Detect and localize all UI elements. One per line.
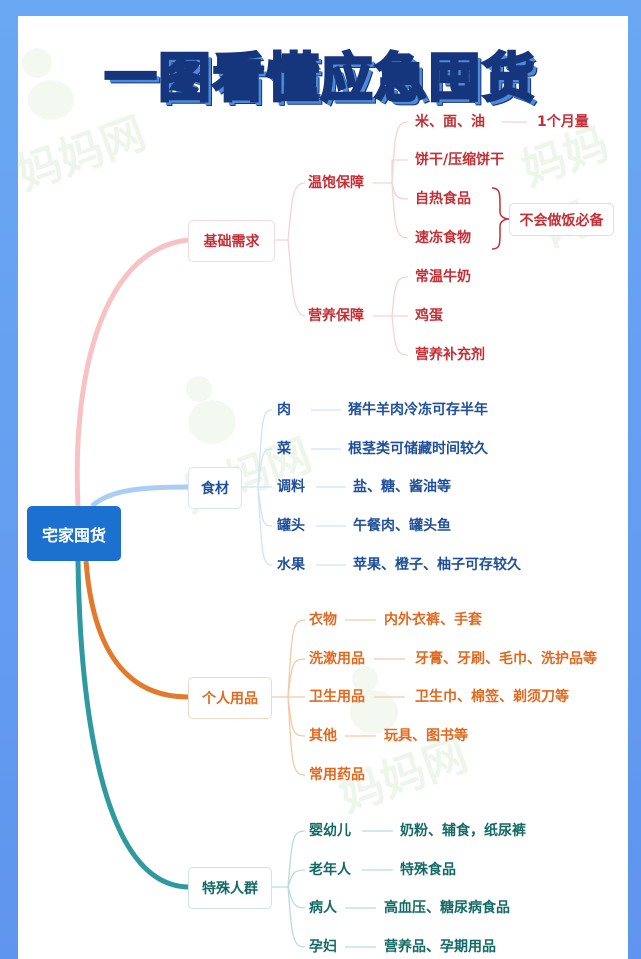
special-item-name[interactable]: 婴幼儿 bbox=[309, 823, 351, 839]
special-item-name[interactable]: 孕妇 bbox=[309, 939, 337, 955]
personal-item-name[interactable]: 卫生用品 bbox=[309, 689, 365, 705]
food-item-name[interactable]: 肉 bbox=[277, 402, 291, 418]
group-satiety[interactable]: 温饱保障 bbox=[308, 175, 364, 191]
special-item-detail: 奶粉、辅食，纸尿裤 bbox=[400, 823, 526, 839]
food-item-detail: 午餐肉、罐头鱼 bbox=[353, 518, 451, 534]
branch-food[interactable]: 食材 bbox=[188, 467, 242, 509]
note-one-month: 1个月量 bbox=[537, 114, 589, 130]
personal-item-detail: 玩具、图书等 bbox=[384, 728, 468, 744]
item-self-heating-food[interactable]: 自热食品 bbox=[415, 191, 471, 207]
food-item-detail: 盐、糖、酱油等 bbox=[353, 479, 451, 495]
branch-basic-needs[interactable]: 基础需求 bbox=[188, 220, 275, 262]
food-item-detail: 猪牛羊肉冷冻可存半年 bbox=[348, 402, 488, 418]
personal-item-name[interactable]: 衣物 bbox=[309, 612, 337, 628]
food-item-name[interactable]: 罐头 bbox=[277, 518, 305, 534]
food-item-name[interactable]: 菜 bbox=[277, 441, 291, 457]
special-item-name[interactable]: 老年人 bbox=[309, 862, 351, 878]
special-item-detail: 营养品、孕期用品 bbox=[384, 939, 496, 955]
food-item-detail: 根茎类可储藏时间较久 bbox=[348, 441, 488, 457]
item-milk[interactable]: 常温牛奶 bbox=[415, 269, 471, 285]
personal-item-name[interactable]: 常用药品 bbox=[309, 767, 365, 783]
note-no-cooking-essential: 不会做饭必备 bbox=[509, 203, 614, 236]
page-title: 一图看懂应急囤货 bbox=[103, 48, 537, 111]
item-frozen-food[interactable]: 速冻食物 bbox=[415, 230, 471, 246]
item-supplements[interactable]: 营养补充剂 bbox=[415, 347, 485, 363]
personal-item-detail: 卫生巾、棉签、剃须刀等 bbox=[415, 689, 569, 705]
item-eggs[interactable]: 鸡蛋 bbox=[415, 308, 443, 324]
branch-special-groups[interactable]: 特殊人群 bbox=[188, 867, 272, 909]
food-item-name[interactable]: 水果 bbox=[277, 557, 305, 573]
special-item-detail: 特殊食品 bbox=[400, 862, 456, 878]
special-item-detail: 高血压、糖尿病食品 bbox=[384, 900, 510, 916]
personal-item-name[interactable]: 其他 bbox=[309, 728, 337, 744]
branch-personal-items[interactable]: 个人用品 bbox=[188, 677, 272, 719]
food-item-name[interactable]: 调料 bbox=[277, 479, 305, 495]
personal-item-name[interactable]: 洗漱用品 bbox=[309, 651, 365, 667]
food-item-detail: 苹果、橙子、柚子可存较久 bbox=[353, 557, 521, 573]
group-nutrition[interactable]: 营养保障 bbox=[308, 308, 364, 324]
root-node[interactable]: 宅家囤货 bbox=[27, 506, 121, 561]
personal-item-detail: 内外衣裤、手套 bbox=[384, 612, 482, 628]
item-biscuits[interactable]: 饼干/压缩饼干 bbox=[415, 152, 505, 168]
item-rice-flour-oil[interactable]: 米、面、油 bbox=[415, 114, 485, 130]
special-item-name[interactable]: 病人 bbox=[309, 900, 337, 916]
personal-item-detail: 牙膏、牙刷、毛巾、洗护品等 bbox=[415, 651, 597, 667]
